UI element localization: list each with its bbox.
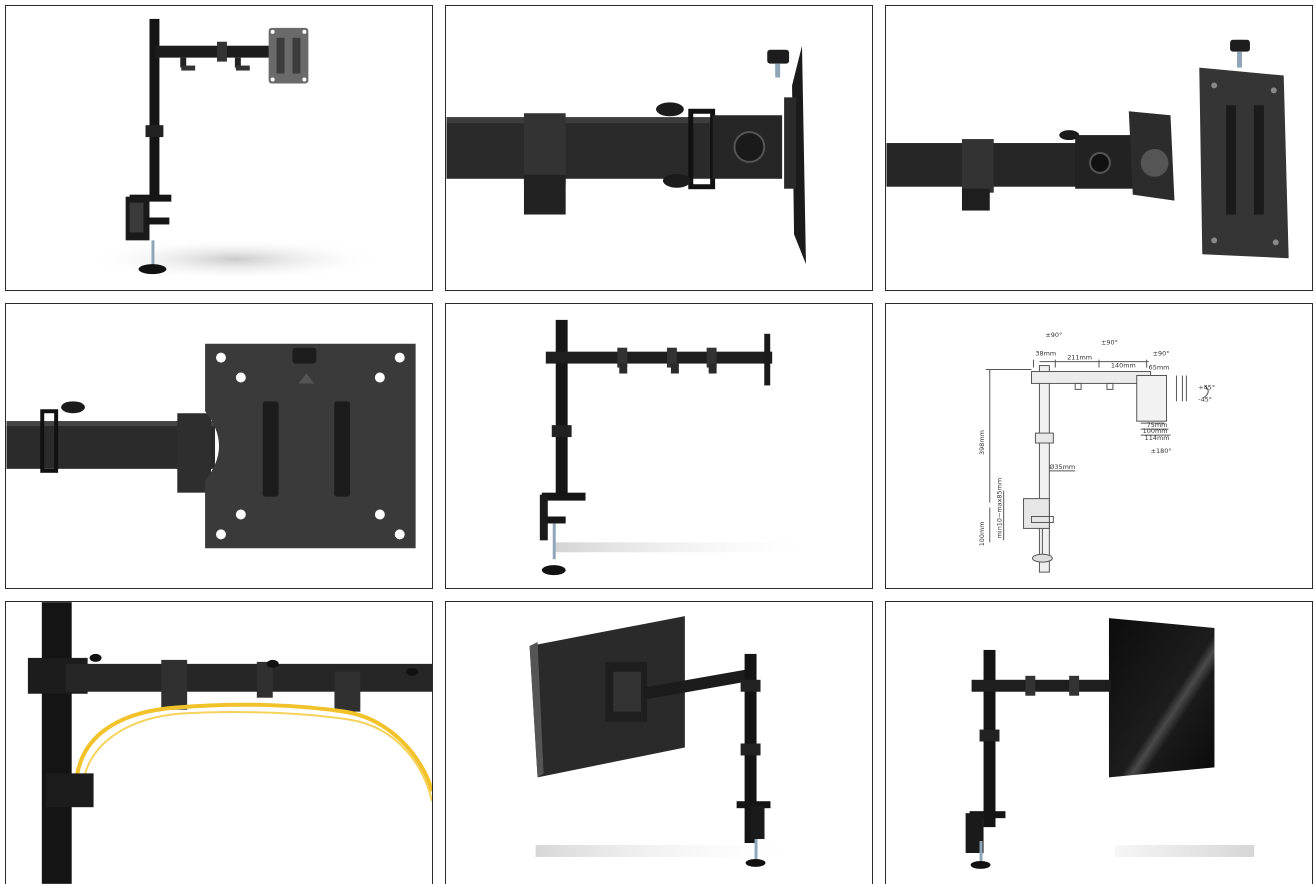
label-dim-211: 211mm <box>1067 354 1092 362</box>
dimension-drawing[interactable]: ±90° ±90° ±90° 38mm 211mm 140mm 65mm +45… <box>885 303 1313 589</box>
label-vesa-100: 100mm <box>1143 427 1168 435</box>
label-pole-dia: Ø35mm <box>1049 463 1075 471</box>
photo-vesa-plate-detached[interactable] <box>885 5 1313 291</box>
label-tilt-up: +45° <box>1198 383 1215 391</box>
label-rot-top-right: ±90° <box>1153 350 1170 358</box>
photo-arm-overview[interactable] <box>5 5 433 291</box>
vesa-plate-detached-illustration <box>886 39 1289 259</box>
label-vesa-75: 75mm <box>1147 421 1168 429</box>
photo-vesa-plate-front[interactable] <box>5 303 433 589</box>
label-base-100: 100mm <box>978 521 986 546</box>
label-dim-140: 140mm <box>1111 362 1136 370</box>
label-height-398: 398mm <box>978 430 986 455</box>
label-dim-65: 65mm <box>1149 364 1170 372</box>
label-rot-bottom: ±180° <box>1151 447 1172 455</box>
arm-side-view-illustration <box>539 319 804 576</box>
monitor-mounted-front-illustration <box>965 618 1255 869</box>
label-tilt-down: -45° <box>1198 395 1212 403</box>
label-dim-38: 38mm <box>1035 350 1056 358</box>
dimension-drawing-illustration: ±90° ±90° ±90° 38mm 211mm 140mm 65mm +45… <box>978 331 1215 573</box>
photo-monitor-mounted-rear[interactable] <box>445 601 873 884</box>
photo-arm-side-view[interactable] <box>445 303 873 589</box>
photo-cable-clip-closeup[interactable] <box>5 601 433 884</box>
cable-clip-closeup-illustration <box>27 602 432 884</box>
arm-overview-illustration <box>85 18 384 282</box>
label-clamp-range: min10~max85mm <box>996 478 1004 538</box>
photo-arm-tip-closeup[interactable] <box>445 5 873 291</box>
label-rot-top-mid: ±90° <box>1101 339 1118 347</box>
label-vesa-114: 114mm <box>1145 434 1170 442</box>
monitor-mounted-rear-illustration <box>529 616 795 867</box>
vesa-plate-front-illustration <box>6 343 416 549</box>
label-rot-top-left: ±90° <box>1045 331 1062 339</box>
arm-tip-closeup-illustration <box>446 45 806 265</box>
photo-monitor-mounted-front[interactable] <box>885 601 1313 884</box>
